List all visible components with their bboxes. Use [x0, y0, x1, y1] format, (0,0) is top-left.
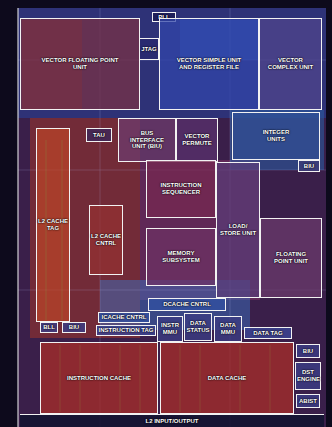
region-label: INSTRUCTION TAG — [99, 327, 154, 334]
die-region: TAU — [86, 128, 112, 142]
region-label: L2 INPUT/OUTPUT — [145, 418, 198, 425]
region-label: INSTRUCTION SEQUENCER — [151, 182, 211, 196]
die-region: INTEGER UNITS — [232, 112, 320, 160]
die-region: DCACHE CNTRL — [148, 298, 226, 311]
region-label: ABIST — [299, 398, 317, 405]
region-label: BIU — [303, 348, 313, 355]
region-label: FLOATING POINT UNIT — [271, 251, 311, 265]
region-label: L2 CACHE TAG — [38, 218, 68, 232]
region-label: DST ENGINE — [297, 369, 319, 383]
region-label: VECTOR COMPLEX UNIT — [266, 57, 316, 71]
region-label: INTEGER UNITS — [254, 129, 299, 143]
region-label: DATA MMU — [216, 322, 240, 336]
die-region: DATA STATUS — [184, 313, 212, 341]
region-label: TAU — [93, 132, 105, 139]
region-label: L2 CACHE CNTRL — [91, 233, 121, 247]
die-region: INSTRUCTION TAG — [96, 325, 156, 336]
die-region: L2 CACHE TAG — [36, 128, 70, 322]
die-region: VECTOR FLOATING POINT UNIT — [20, 18, 140, 110]
die-region: INSTR MMU — [157, 316, 183, 342]
region-label: INSTR MMU — [159, 322, 181, 336]
region-label: LOAD/ STORE UNIT — [219, 223, 257, 237]
die-region: DATA TAG — [244, 327, 292, 339]
region-label: BIU — [304, 163, 314, 170]
region-label: BLL — [43, 324, 55, 331]
die-region: BIU — [296, 344, 320, 358]
region-label: DATA TAG — [253, 330, 282, 337]
die-region: L2 INPUT/OUTPUT — [20, 414, 324, 427]
die-region: FLOATING POINT UNIT — [260, 218, 322, 298]
die-region: DATA CACHE — [160, 342, 294, 414]
die-region: VECTOR PERMUTE — [176, 118, 218, 162]
die-region: LOAD/ STORE UNIT — [216, 162, 260, 298]
region-label: DATA CACHE — [208, 375, 247, 382]
die-region: L2 CACHE CNTRL — [89, 205, 123, 275]
region-label: BUS INTERFACE UNIT (BIU) — [124, 130, 170, 151]
die-region: BIU — [62, 322, 86, 333]
region-label: MEMORY SUBSYSTEM — [154, 250, 209, 264]
region-label: INSTRUCTION CACHE — [67, 375, 131, 382]
region-label: JTAG — [141, 46, 157, 53]
die-region: DST ENGINE — [295, 362, 321, 390]
region-label: ICACHE CNTRL — [102, 314, 147, 321]
die-region: BIU — [298, 160, 320, 172]
die-region: INSTRUCTION CACHE — [40, 342, 158, 414]
region-label: BIU — [69, 324, 79, 331]
die-region: VECTOR SIMPLE UNIT AND REGISTER FILE — [159, 18, 259, 110]
region-label: DATA STATUS — [186, 320, 210, 334]
die-region: JTAG — [139, 38, 159, 60]
region-label: DCACHE CNTRL — [163, 301, 211, 308]
die-region: VECTOR COMPLEX UNIT — [259, 18, 322, 110]
die-region: DATA MMU — [214, 316, 242, 342]
die-region: ABIST — [296, 394, 320, 408]
region-label: VECTOR SIMPLE UNIT AND REGISTER FILE — [173, 57, 245, 71]
region-label: VECTOR FLOATING POINT UNIT — [40, 57, 120, 71]
region-label: VECTOR PERMUTE — [178, 133, 216, 147]
die-region: MEMORY SUBSYSTEM — [146, 228, 216, 286]
die-region: BUS INTERFACE UNIT (BIU) — [118, 118, 176, 162]
die-region: ICACHE CNTRL — [98, 312, 150, 323]
die-region: INSTRUCTION SEQUENCER — [146, 160, 216, 218]
die-region: BLL — [40, 322, 58, 333]
